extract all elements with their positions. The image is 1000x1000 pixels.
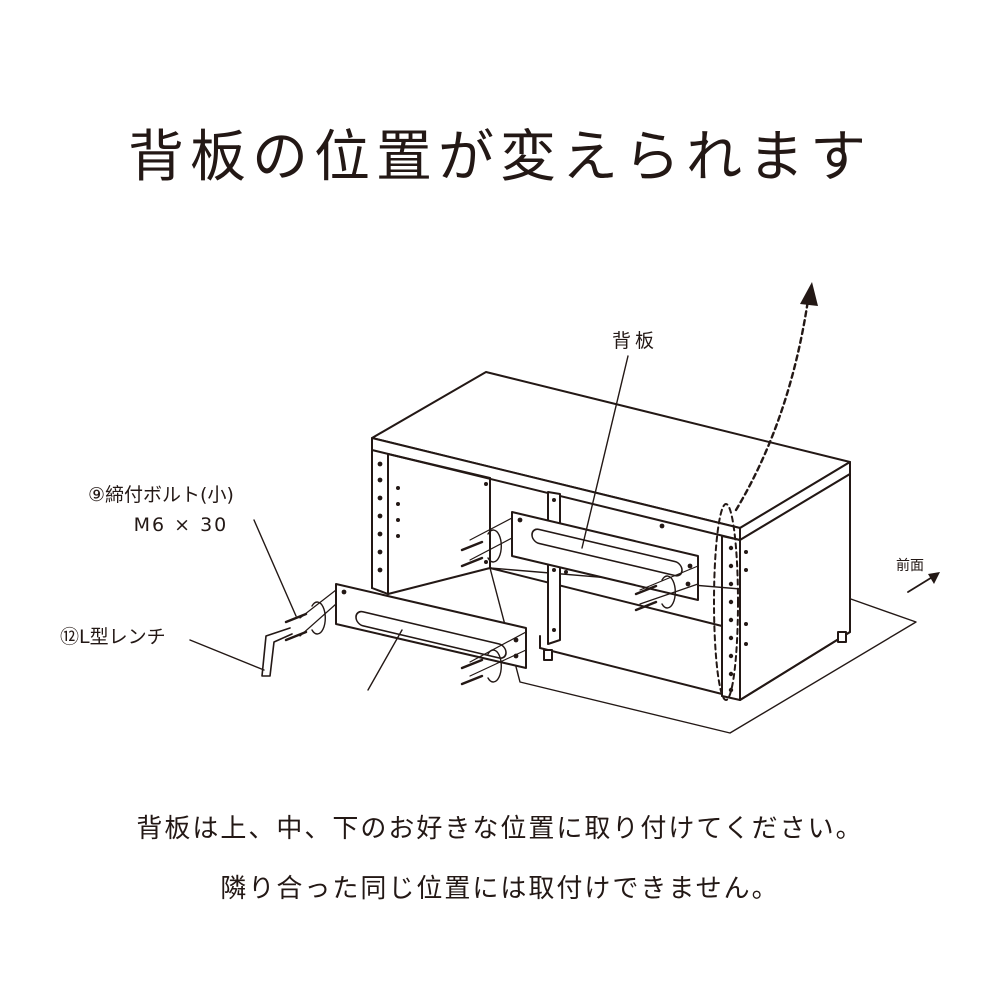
front-label: 前面 [896,558,924,574]
back-panel-lower [335,583,527,669]
right-panel-holes [728,545,748,693]
wrench-leader [189,639,265,671]
move-direction-arrow [734,298,810,512]
wrench-label: ⑫L型レンチ [60,626,166,648]
rotation-arrows [311,529,676,683]
back-panel-label: 背板 [612,330,659,352]
l-wrench-tool [261,627,293,677]
instruction-note-2: 隣り合った同じ位置には取付けできません。 [220,874,780,904]
back-panel-leader [581,355,629,549]
bolt-spec: M6 × 30 [133,514,229,536]
bolt-leader [253,519,297,617]
bolts [284,540,658,686]
page-title: 背板の位置が変えられます [128,125,872,190]
bolt-label: ⑨締付ボルト(小) M6 × 30 [88,480,234,540]
highlight-ellipse [713,503,739,701]
lower-panel-leader [367,629,403,691]
instruction-note-1: 背板は上、中、下のお好きな位置に取り付けてください。 [136,814,864,844]
front-direction-arrow [907,575,935,593]
back-panel-upper [511,511,699,601]
left-panel-holes [377,461,665,632]
bolt-name: ⑨締付ボルト(小) [88,484,234,506]
